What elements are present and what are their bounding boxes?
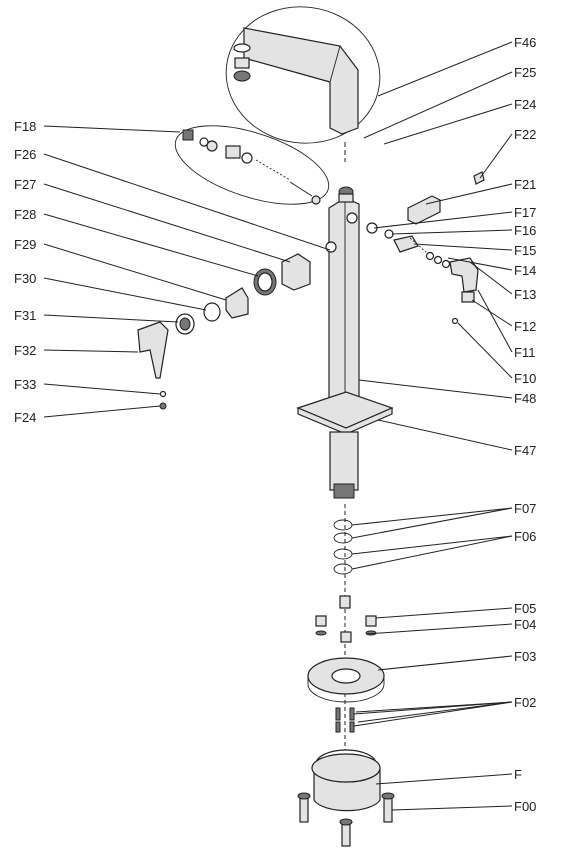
label-F11: F11 — [514, 345, 535, 360]
labels-left: F18 F26 F27 F28 F29 F30 F31 F32 F33 F24 — [14, 119, 36, 425]
label-F21: F21 — [514, 177, 536, 192]
label-F04: F04 — [514, 617, 536, 632]
label-F48: F48 — [514, 391, 536, 406]
label-F47: F47 — [514, 443, 536, 458]
handle-detail-callout — [225, 6, 381, 162]
label-F46: F46 — [514, 35, 536, 50]
label-F12: F12 — [514, 319, 536, 334]
left-side-parts — [137, 253, 311, 410]
label-F07: F07 — [514, 501, 536, 516]
label-F17: F17 — [514, 205, 536, 220]
label-F03: F03 — [514, 649, 536, 664]
label-F02: F02 — [514, 695, 536, 710]
label-F10: F10 — [514, 371, 536, 386]
label-F29: F29 — [14, 237, 36, 252]
label-F06: F06 — [514, 529, 536, 544]
label-F24-bottom: F24 — [14, 410, 36, 425]
label-F33: F33 — [14, 377, 36, 392]
labels-right: F46 F25 F24 F22 F21 F17 F16 F15 F14 F13 … — [514, 35, 536, 814]
cartridge-detail-callout — [174, 125, 330, 205]
label-F27: F27 — [14, 177, 36, 192]
label-F22: F22 — [514, 127, 536, 142]
leader-lines-left — [43, 125, 331, 418]
label-F: F — [514, 767, 522, 782]
label-F24-top: F24 — [514, 97, 536, 112]
label-F18: F18 — [14, 119, 36, 134]
label-F15: F15 — [514, 243, 536, 258]
label-F31: F31 — [14, 308, 36, 323]
label-F32: F32 — [14, 343, 36, 358]
mounting-parts — [297, 595, 395, 847]
label-F05: F05 — [514, 601, 536, 616]
label-F26: F26 — [14, 147, 36, 162]
label-F28: F28 — [14, 207, 36, 222]
label-F30: F30 — [14, 271, 36, 286]
label-F13: F13 — [514, 287, 536, 302]
tap-body — [296, 186, 394, 499]
label-F00: F00 — [514, 799, 536, 814]
label-F14: F14 — [514, 263, 536, 278]
leader-lines — [351, 41, 513, 811]
label-F16: F16 — [514, 223, 536, 238]
label-F25: F25 — [514, 65, 536, 80]
